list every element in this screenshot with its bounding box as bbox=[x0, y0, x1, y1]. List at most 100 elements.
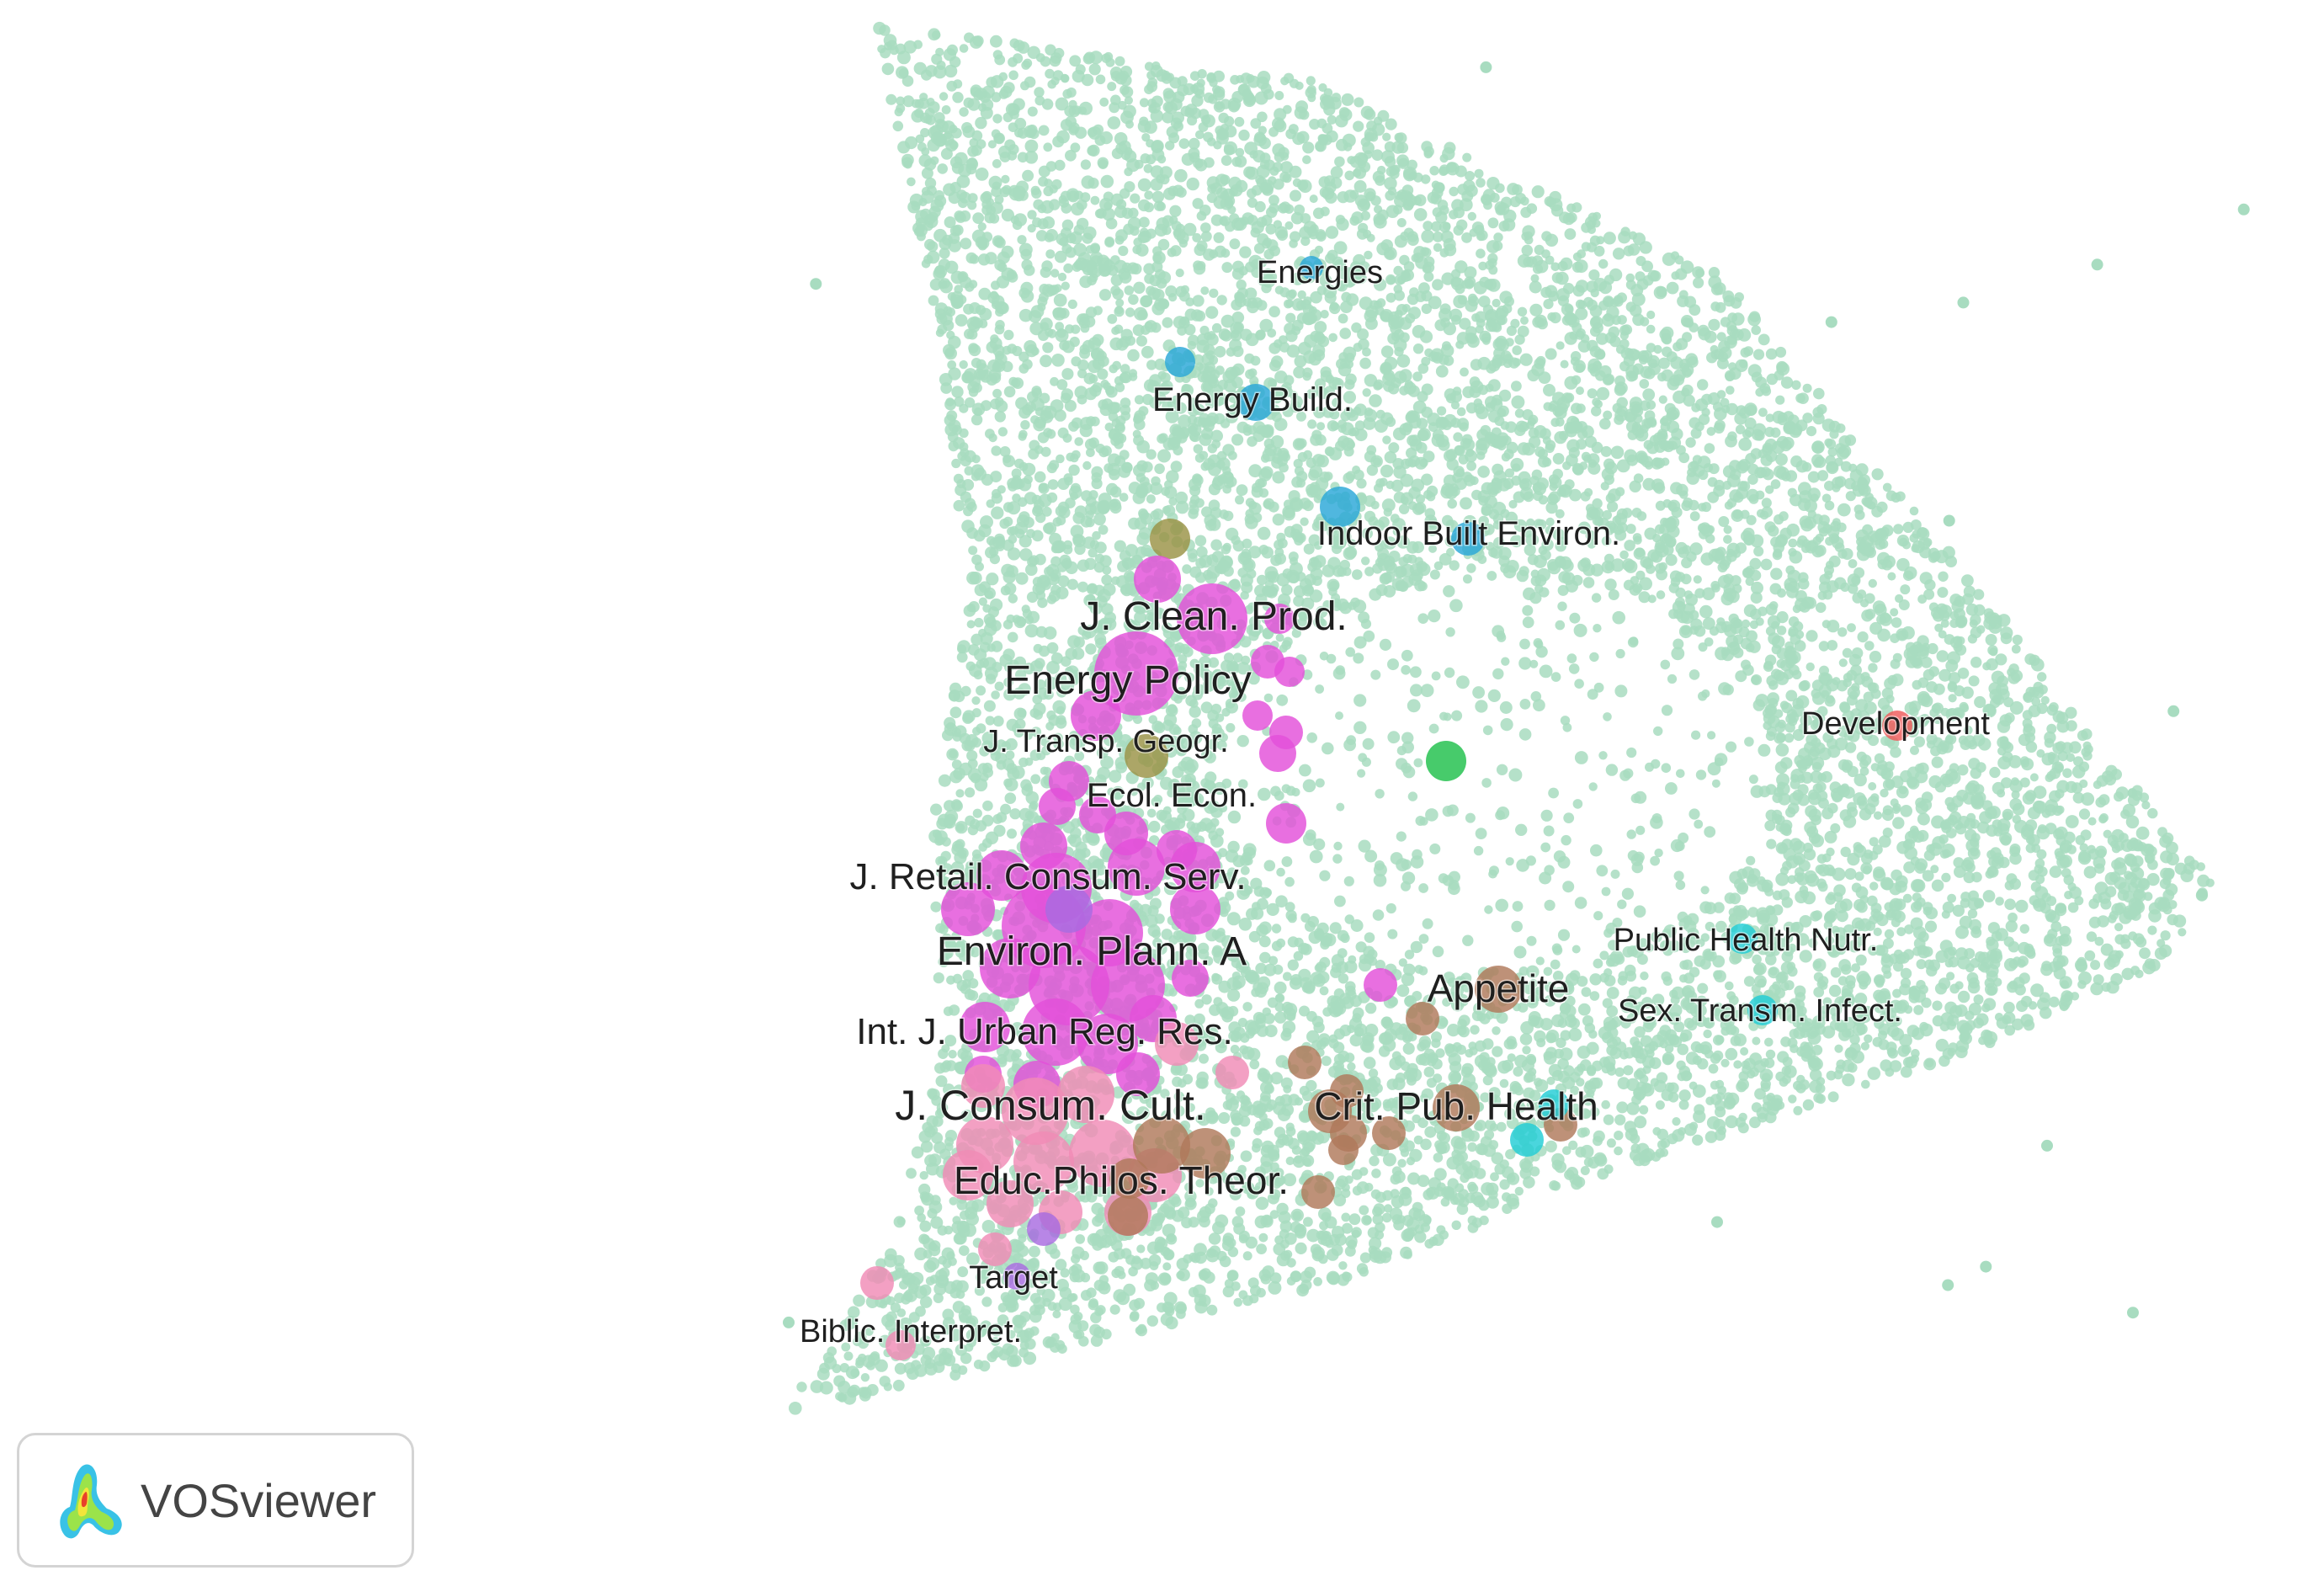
cloud-point bbox=[1254, 200, 1266, 213]
cloud-point bbox=[951, 458, 961, 469]
cloud-point bbox=[1474, 168, 1484, 178]
cloud-point bbox=[979, 307, 992, 321]
cloud-point bbox=[1256, 300, 1268, 311]
cloud-point bbox=[971, 708, 981, 718]
cloud-point bbox=[998, 145, 1011, 158]
cloud-point bbox=[1038, 125, 1050, 136]
cloud-point bbox=[1216, 295, 1227, 306]
cloud-point bbox=[1009, 808, 1021, 820]
cloud-point bbox=[1946, 971, 1955, 981]
cloud-point bbox=[1788, 1094, 1797, 1104]
cloud-point bbox=[966, 620, 976, 629]
cloud-point bbox=[1146, 1315, 1159, 1327]
cloud-point bbox=[1377, 165, 1386, 175]
cloud-point bbox=[1008, 56, 1018, 67]
cloud-point bbox=[1706, 427, 1716, 436]
cloud-point bbox=[1319, 274, 1332, 287]
cloud-point bbox=[930, 901, 942, 913]
cloud-point bbox=[1857, 631, 1869, 643]
cloud-point bbox=[1222, 1286, 1235, 1298]
cloud-point bbox=[1967, 908, 1978, 919]
cloud-point bbox=[1639, 1105, 1649, 1115]
cloud-point bbox=[1230, 1045, 1240, 1054]
cloud-point bbox=[1209, 288, 1219, 298]
cloud-point bbox=[2148, 909, 2162, 923]
cloud-point bbox=[2146, 873, 2160, 886]
cloud-point bbox=[1073, 242, 1088, 257]
cloud-point bbox=[1665, 554, 1678, 567]
cloud-point bbox=[1605, 764, 1619, 776]
cloud-point bbox=[1741, 619, 1751, 629]
cloud-point bbox=[1718, 516, 1730, 527]
cloud-point bbox=[1932, 1000, 1943, 1011]
cloud-point bbox=[892, 120, 904, 132]
cloud-point bbox=[1077, 581, 1088, 593]
cloud-point bbox=[1396, 984, 1410, 998]
cloud-point bbox=[1047, 1302, 1057, 1312]
cloud-point bbox=[1973, 588, 1985, 600]
cloud-point bbox=[1428, 610, 1441, 623]
cloud-point bbox=[1039, 1271, 1052, 1286]
cloud-point bbox=[963, 506, 974, 517]
cloud-point bbox=[1453, 225, 1464, 236]
cloud-point bbox=[1201, 748, 1213, 761]
cloud-point bbox=[1315, 778, 1325, 788]
cloud-point bbox=[1431, 1038, 1441, 1048]
cloud-point bbox=[1775, 453, 1788, 466]
cloud-point bbox=[873, 21, 886, 35]
cloud-point bbox=[1199, 554, 1213, 568]
cloud-point bbox=[1764, 1037, 1774, 1047]
cloud-point bbox=[933, 972, 944, 984]
cloud-point bbox=[1394, 290, 1405, 301]
cloud-point bbox=[2025, 843, 2036, 854]
cloud-point bbox=[1051, 354, 1065, 367]
cloud-point bbox=[1621, 887, 1634, 900]
cloud-point bbox=[1058, 1297, 1072, 1312]
cloud-point bbox=[1141, 345, 1154, 359]
cloud-point bbox=[1373, 873, 1387, 887]
cloud-point bbox=[919, 1171, 928, 1180]
cloud-point bbox=[2000, 626, 2013, 640]
cloud-point bbox=[1545, 348, 1557, 360]
cloud-point bbox=[1738, 437, 1752, 451]
cloud-point bbox=[1999, 714, 2013, 727]
cloud-point bbox=[1010, 216, 1019, 225]
cloud-point bbox=[1811, 1045, 1823, 1056]
cloud-point bbox=[1593, 1130, 1605, 1142]
cloud-point bbox=[944, 64, 958, 78]
cloud-point bbox=[1134, 395, 1145, 405]
cloud-point bbox=[1366, 444, 1377, 455]
cloud-point bbox=[2046, 723, 2057, 734]
cloud-point bbox=[816, 1367, 830, 1381]
cloud-point bbox=[1935, 1038, 1949, 1052]
cloud-point bbox=[1935, 950, 1949, 963]
cloud-point bbox=[1731, 312, 1745, 326]
cloud-point bbox=[990, 471, 1002, 483]
cloud-point bbox=[1236, 279, 1247, 290]
cloud-point bbox=[1672, 1117, 1681, 1126]
cloud-point bbox=[1785, 689, 1798, 702]
cloud-point bbox=[1492, 1026, 1501, 1035]
cloud-point bbox=[1099, 97, 1109, 107]
cloud-point bbox=[1723, 535, 1732, 544]
cloud-point bbox=[1229, 238, 1241, 250]
cloud-point bbox=[1970, 657, 1982, 668]
cloud-point bbox=[1248, 464, 1263, 478]
cloud-point bbox=[1673, 870, 1684, 881]
cloud-point bbox=[1499, 1078, 1509, 1089]
cloud-point bbox=[1027, 106, 1038, 117]
cloud-point bbox=[1008, 594, 1018, 604]
cloud-point bbox=[1032, 505, 1044, 517]
cloud-point bbox=[1157, 449, 1171, 463]
cloud-point bbox=[1114, 56, 1125, 67]
cloud-point bbox=[1023, 663, 1035, 675]
cloud-point bbox=[1569, 612, 1581, 624]
cloud-point bbox=[1268, 359, 1281, 372]
cloud-point bbox=[1882, 482, 1892, 492]
cloud-point bbox=[1600, 482, 1609, 491]
cloud-point bbox=[1262, 1215, 1273, 1226]
cloud-point bbox=[1433, 561, 1444, 571]
cloud-point bbox=[1897, 1045, 1910, 1057]
cloud-point bbox=[1498, 389, 1512, 402]
